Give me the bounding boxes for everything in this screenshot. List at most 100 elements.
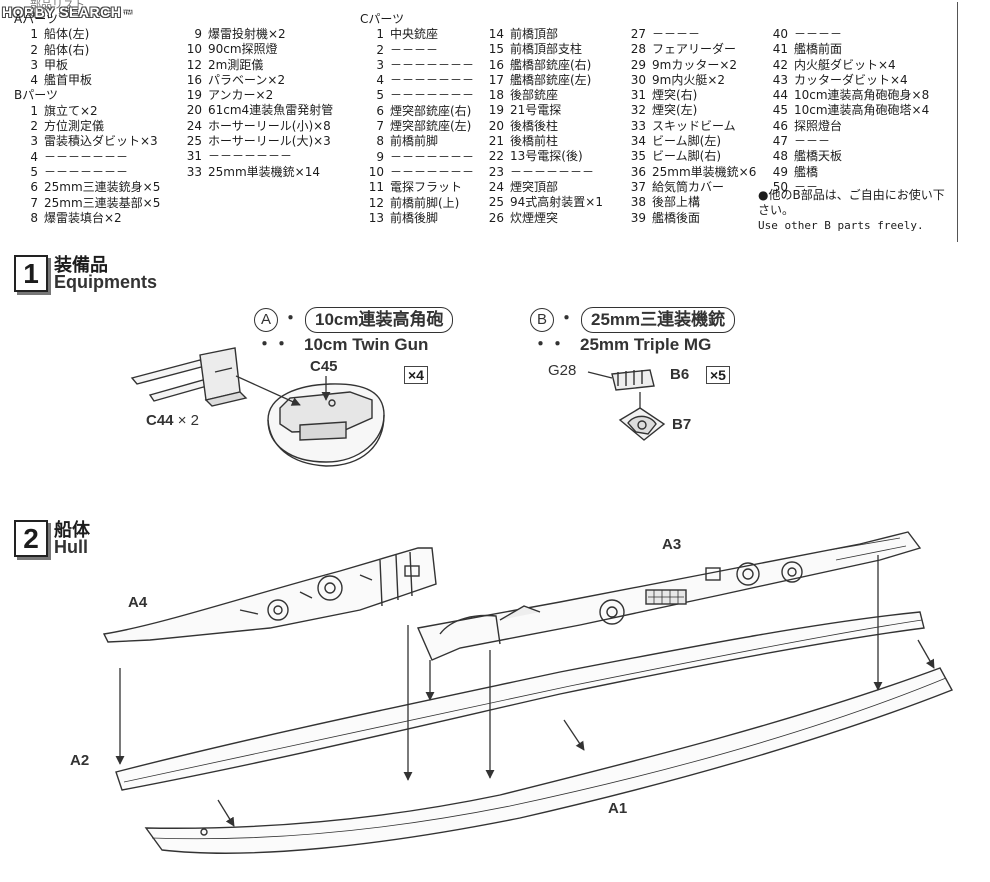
part-number: 2 xyxy=(376,42,384,57)
margin-line xyxy=(957,2,958,242)
part-name: ホーサーリール(小)×8 xyxy=(208,118,331,133)
part-name: －－－－－－－ xyxy=(208,149,293,164)
part-name: アンカー×2 xyxy=(208,88,274,103)
part-name: 探照燈台 xyxy=(794,118,843,133)
parts-list-item: 16 パラベーン×2 xyxy=(178,73,333,88)
subassembly-a-title: A・10cm連装高角砲 xyxy=(254,304,454,333)
part-name: フェアリーダー xyxy=(652,42,737,57)
step-number: 2 xyxy=(14,520,48,557)
parts-list-item: 5－－－－－－－ xyxy=(360,88,474,103)
parts-list-item: 5－－－－－－－ xyxy=(14,165,160,180)
part-number: 2 xyxy=(30,42,38,57)
part-name: 船体(右) xyxy=(44,42,90,57)
hull-left-a1 xyxy=(144,667,953,854)
part-number: 33 xyxy=(186,164,202,179)
parts-list-item: 19 アンカー×2 xyxy=(178,88,333,103)
subassembly-a-jp: 10cm連装高角砲 xyxy=(305,306,454,333)
part-number: 24 xyxy=(186,118,202,133)
label-c44: C44 × 2 xyxy=(146,412,199,429)
part-number: 50 xyxy=(772,179,788,194)
part-number: 42 xyxy=(772,57,788,72)
part-name: 甲板 xyxy=(44,57,69,72)
part-number: 46 xyxy=(772,118,788,133)
part-number: 31 xyxy=(186,149,202,164)
part-name: 94式高射装置×1 xyxy=(510,195,603,210)
parts-list-item: 2 船体(右) xyxy=(14,43,160,58)
group-label: Aパーツ xyxy=(14,12,58,26)
watermark-text: HOBBY SEARCH xyxy=(2,4,122,20)
parts-list-item: 40－－－－ xyxy=(764,27,929,42)
parts-list-item: 9－－－－－－－ xyxy=(360,150,474,165)
label-c45: C45 xyxy=(310,358,338,375)
part-name: 前橋後脚 xyxy=(390,210,439,225)
quantity-badge-a: ×4 xyxy=(404,366,428,384)
part-number: 16 xyxy=(186,72,202,87)
parts-group-heading: Cパーツ xyxy=(360,12,474,27)
part-number: 8 xyxy=(30,210,38,225)
part-name: －－－－ xyxy=(652,27,701,41)
part-number: 40 xyxy=(772,27,788,41)
part-number: 24 xyxy=(488,179,504,194)
part-number: 3 xyxy=(30,134,38,149)
parts-list-item: 2－－－－ xyxy=(360,43,474,58)
parts-list-item: 3－－－－－－－ xyxy=(360,58,474,73)
triple-mg-b6 xyxy=(587,369,655,391)
part-number: 19 xyxy=(186,88,202,103)
subassembly-a-en: 10cm Twin Gun xyxy=(304,335,429,354)
part-number: 10 xyxy=(186,42,202,57)
part-number: 19 xyxy=(488,103,504,118)
part-name: －－－－－－－ xyxy=(44,149,129,164)
part-name: 2m測距儀 xyxy=(208,57,264,72)
parts-note: ●他のB部品は、ご自由にお使い下さい。 Use other B parts fr… xyxy=(758,188,948,233)
part-name: 艦首甲板 xyxy=(44,73,93,88)
part-name: －－－ xyxy=(794,134,831,149)
part-name: 中央銃座 xyxy=(390,27,439,42)
label-c44-text: C44 xyxy=(146,412,174,429)
part-number: 21 xyxy=(488,134,504,149)
part-number: 25 xyxy=(488,195,504,210)
part-number: 20 xyxy=(186,103,202,118)
parts-list-item: 25 94式高射装置×1 xyxy=(480,195,603,210)
part-name: 前橋頂部支柱 xyxy=(510,42,583,57)
subassembly-b-en-row: ・・25mm Triple MG xyxy=(532,330,711,355)
parts-list-item: 46 探照燈台 xyxy=(764,119,929,134)
part-name: 25mm三連装銃身×5 xyxy=(44,180,161,195)
part-name: 雷装積込ダビット×3 xyxy=(44,134,158,149)
part-name: 艦橋 xyxy=(794,164,819,179)
part-name: パラベーン×2 xyxy=(208,72,286,87)
main-deck-a3 xyxy=(417,531,922,661)
part-name: －－－－－－－ xyxy=(510,164,595,179)
fore-deck-a4 xyxy=(102,547,437,643)
parts-list-item: 50－－ xyxy=(764,180,929,195)
part-name: 炊煙煙突 xyxy=(510,210,559,225)
part-number: 47 xyxy=(772,134,788,149)
part-number: 32 xyxy=(630,103,646,118)
